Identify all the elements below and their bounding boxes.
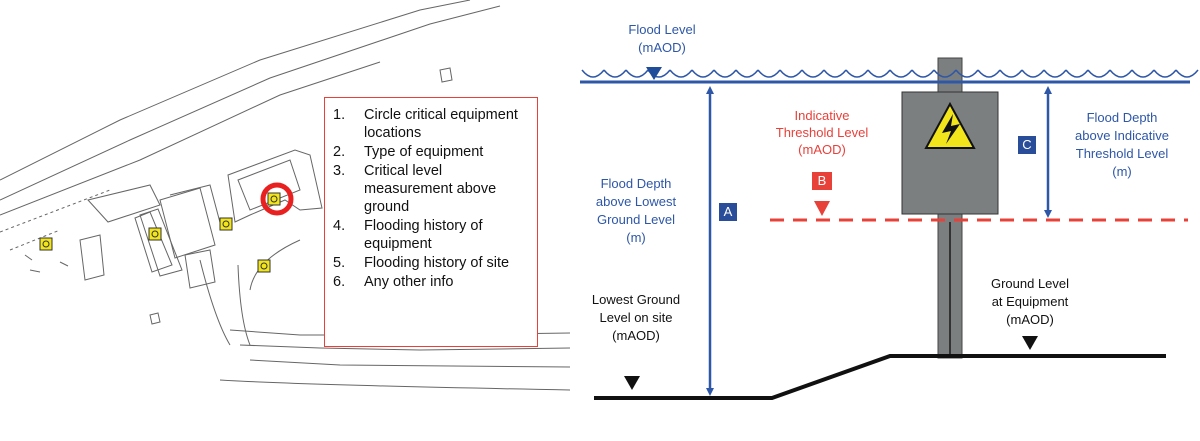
checklist-item: 2.Type of equipment (333, 144, 484, 160)
site-plan-map: 1.Circle critical equipment locations 2.… (0, 0, 571, 436)
road-boundary-line (0, 0, 471, 181)
equipment-marker (39, 237, 53, 251)
depth-lowest-label: Flood Depth above Lowest Ground Level (m… (596, 176, 677, 245)
svg-text:Threshold Level: Threshold Level (776, 125, 869, 140)
checklist-item: 5.Flooding history of site (333, 255, 510, 271)
svg-text:Ground Level: Ground Level (991, 276, 1069, 291)
threshold-label: Indicative Threshold Level (mAOD) (776, 108, 869, 157)
svg-text:A: A (724, 204, 733, 219)
svg-text:(mAOD): (mAOD) (612, 328, 660, 343)
svg-text:(mAOD): (mAOD) (638, 40, 686, 55)
building-outline (227, 149, 323, 223)
equipment-marker (219, 217, 233, 231)
svg-text:(m): (m) (1112, 164, 1132, 179)
threshold-marker (814, 201, 830, 216)
flood-depth-diagram: A B C Flood Level (mAOD) Indicative Thre… (570, 0, 1200, 436)
lowest-ground-label: Lowest Ground Level on site (mAOD) (592, 292, 680, 343)
svg-text:Flood Depth: Flood Depth (1087, 110, 1158, 125)
equipment-marker (148, 227, 162, 241)
svg-text:Level on site: Level on site (600, 310, 673, 325)
checklist-item: 4.Flooding history of equipment (333, 218, 483, 252)
svg-text:Lowest Ground: Lowest Ground (592, 292, 680, 307)
svg-text:Indicative: Indicative (795, 108, 850, 123)
checklist-item: 3.Critical level measurement above groun… (333, 163, 497, 215)
badge-b (812, 172, 832, 190)
critical-equipment-circle (260, 182, 294, 216)
svg-text:(m): (m) (626, 230, 646, 245)
svg-text:Flood Level: Flood Level (628, 22, 695, 37)
survey-checklist: 1.Circle critical equipment locations 2.… (324, 97, 538, 347)
svg-text:B: B (818, 173, 827, 188)
checklist-item: 1.Circle critical equipment locations (333, 107, 518, 141)
svg-text:above Lowest: above Lowest (596, 194, 677, 209)
badge-a (719, 203, 737, 221)
equipment-marker (267, 192, 281, 206)
svg-text:C: C (1022, 137, 1031, 152)
lowest-ground-marker (624, 376, 640, 390)
building-outline (87, 184, 161, 223)
badge-c (1018, 136, 1036, 154)
ground-equipment-label: Ground Level at Equipment (mAOD) (991, 276, 1069, 327)
svg-text:above Indicative: above Indicative (1075, 128, 1169, 143)
flood-diagram-svg: A B C Flood Level (mAOD) Indicative Thre… (580, 22, 1199, 400)
svg-text:at Equipment: at Equipment (992, 294, 1069, 309)
ground-line (594, 354, 1166, 400)
flood-waves (581, 69, 1199, 78)
equipment-marker (257, 259, 271, 273)
equipment-markers (39, 182, 294, 273)
svg-text:(mAOD): (mAOD) (1006, 312, 1054, 327)
checklist-item: 6.Any other info (333, 274, 454, 290)
flood-level-marker (646, 67, 662, 80)
flood-level-label: Flood Level (mAOD) (628, 22, 695, 55)
svg-text:(mAOD): (mAOD) (798, 142, 846, 157)
depth-threshold-label: Flood Depth above Indicative Threshold L… (1075, 110, 1169, 179)
svg-text:Ground Level: Ground Level (597, 212, 675, 227)
svg-text:Flood Depth: Flood Depth (601, 176, 672, 191)
equipment-ground-marker (1022, 336, 1038, 350)
svg-text:Threshold Level: Threshold Level (1076, 146, 1169, 161)
high-voltage-warning-icon (924, 101, 976, 149)
